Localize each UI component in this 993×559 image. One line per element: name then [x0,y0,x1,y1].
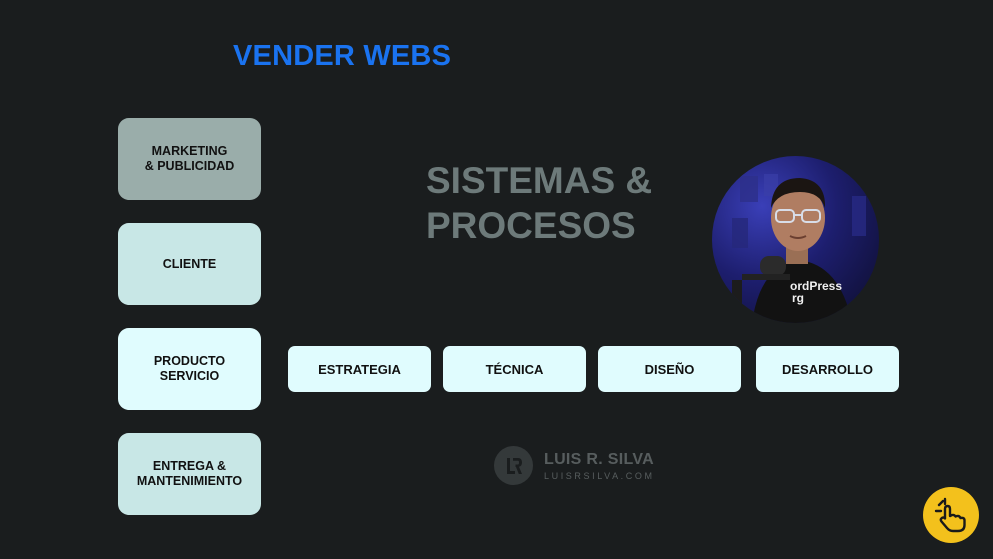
lr-monogram-icon [494,446,533,485]
shirt-text-1: ordPress [790,279,842,293]
page-title: VENDER WEBS [233,40,452,72]
heading-line-1: SISTEMAS & [426,160,653,201]
card-label: MARKETING& PUBLICIDAD [144,144,235,173]
pill-desarrollo: DESARROLLO [756,346,899,392]
pill-estrategia: ESTRATEGIA [288,346,431,392]
brand-name: LUIS R. SILVA [544,450,654,468]
card-label: CLIENTE [162,256,217,271]
card-label: ENTREGA &MANTENIMIENTO [136,459,243,488]
card-cliente: CLIENTE [118,223,261,305]
shirt-text-2: rg [792,291,804,305]
presenter-avatar: ordPress rg [712,156,879,323]
card-entrega-mantenimiento: ENTREGA &MANTENIMIENTO [118,433,261,515]
card-marketing-publicidad: MARKETING& PUBLICIDAD [118,118,261,200]
brand-watermark: LUIS R. SILVA LUISRSILVA.COM [494,446,655,485]
pointing-hand-icon [923,487,979,543]
pill-label: DISEÑO [644,361,695,377]
pill-label: ESTRATEGIA [318,361,401,377]
pill-label: TÉCNICA [485,361,544,377]
pill-diseno: DISEÑO [598,346,741,392]
pill-label: DESARROLLO [782,361,873,377]
section-heading: SISTEMAS & PROCESOS [426,158,726,248]
pill-tecnica: TÉCNICA [443,346,586,392]
brand-url: LUISRSILVA.COM [544,470,655,481]
heading-line-2: PROCESOS [426,205,636,246]
